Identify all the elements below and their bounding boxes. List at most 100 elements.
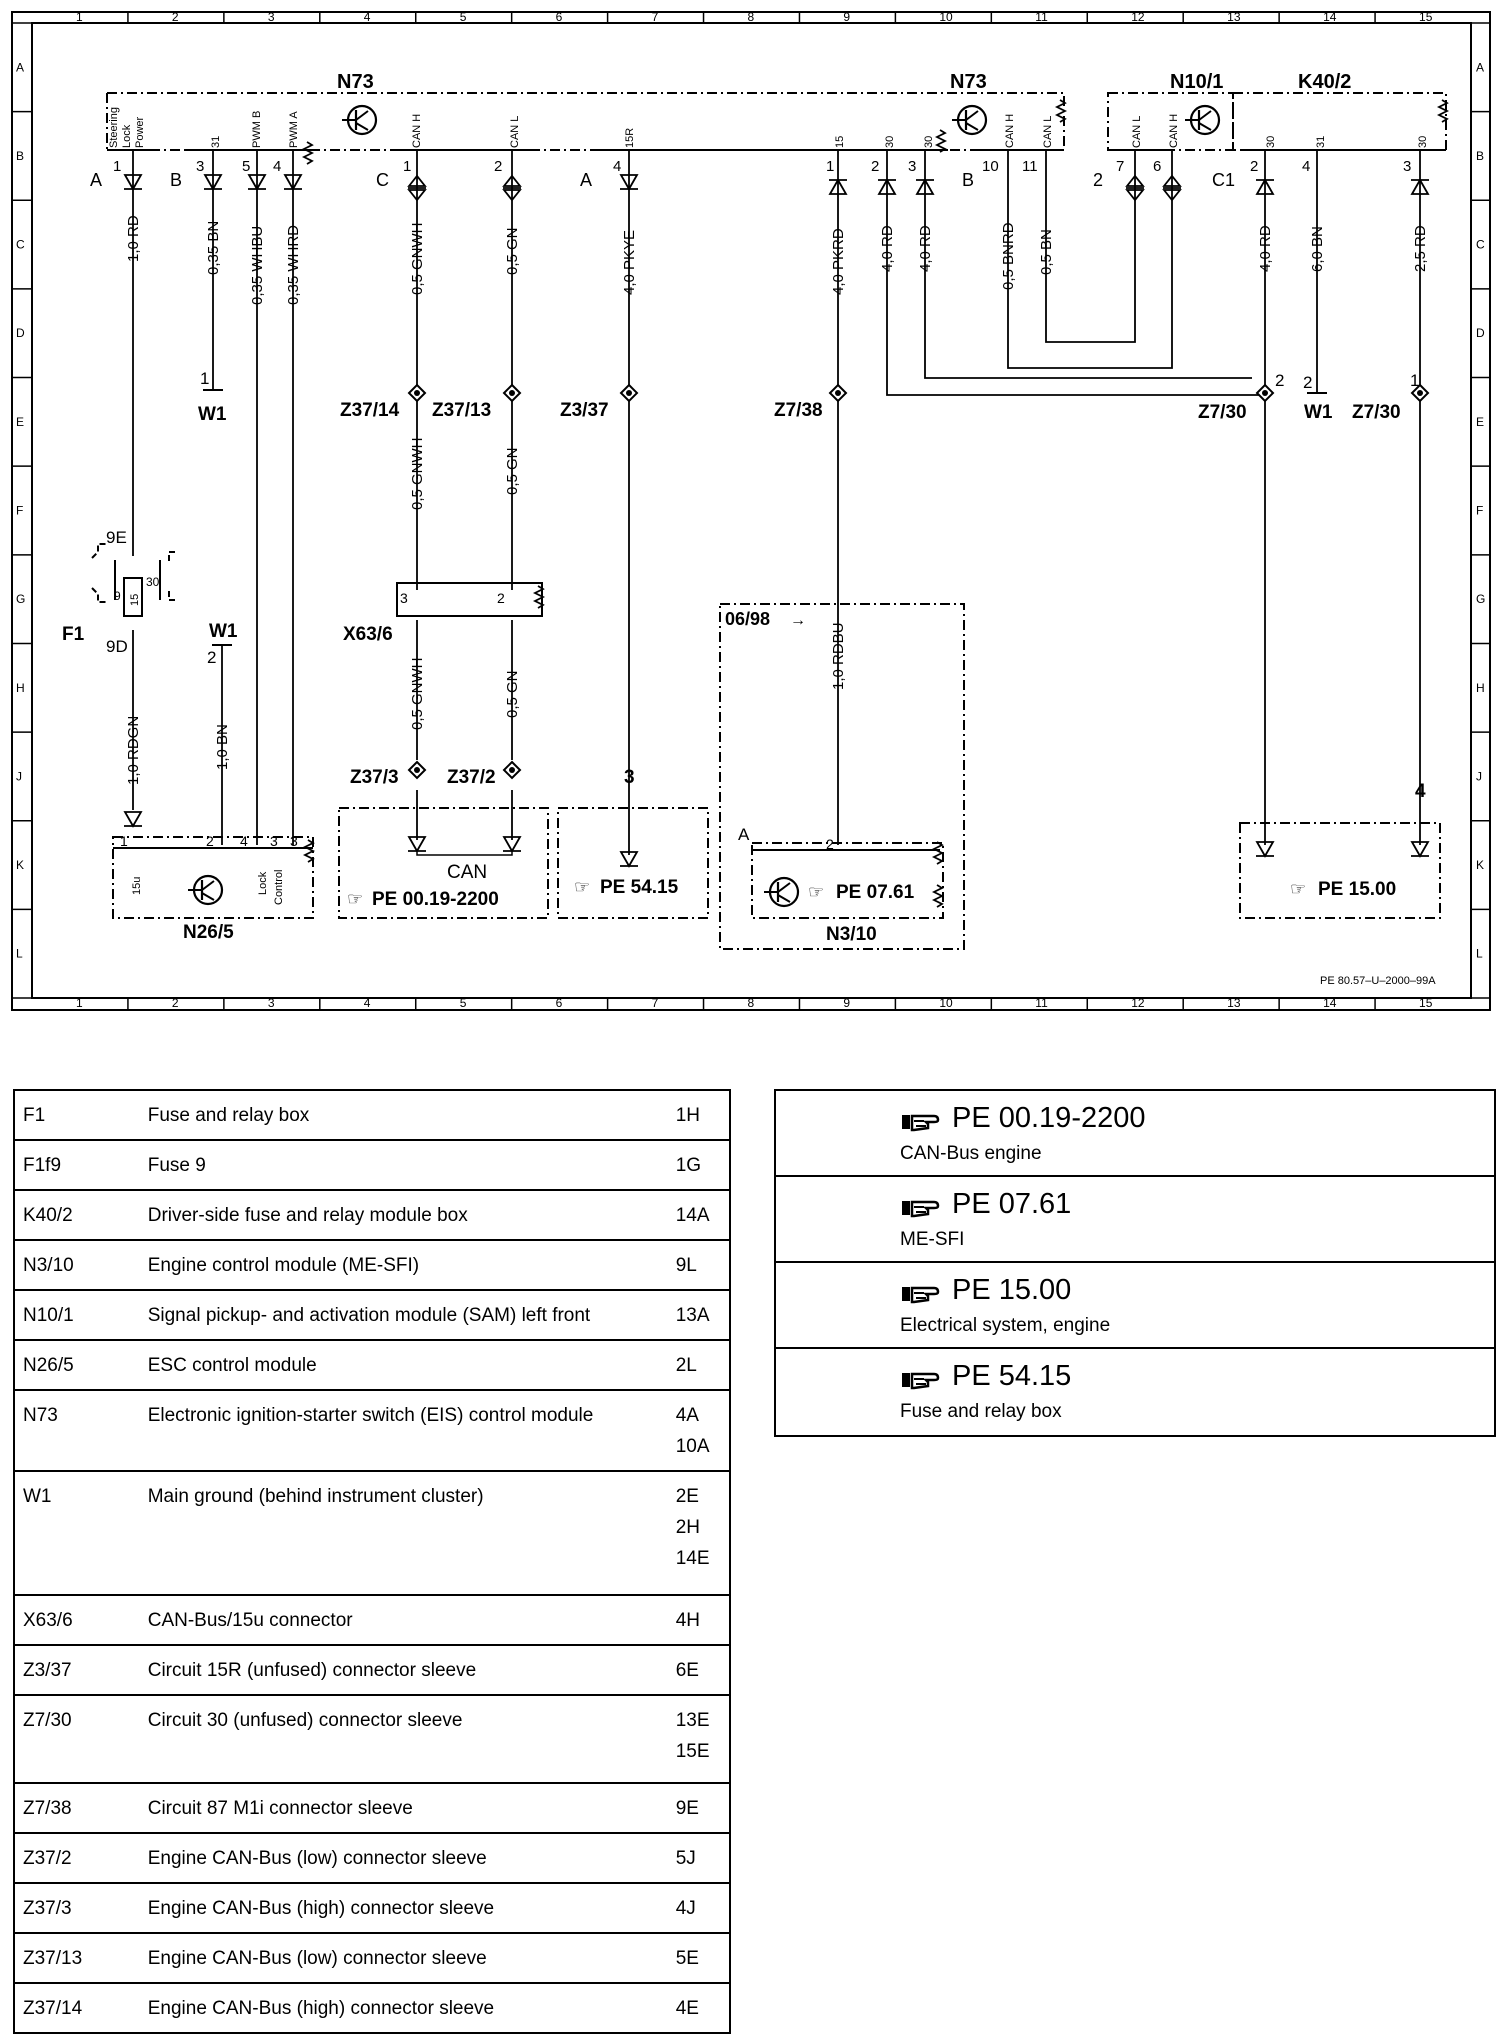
- w1-right-label: W1: [1304, 402, 1333, 423]
- legend-code: N73: [14, 1389, 140, 1472]
- z7-30-left-splice: [1256, 384, 1274, 402]
- n26-pin-3b: 3: [290, 833, 298, 849]
- wire-label: 4,0 RD: [1257, 225, 1274, 272]
- legend-description: Fuse 9: [139, 1139, 668, 1191]
- pin-label-30-a: 30: [884, 136, 896, 148]
- legend-code: F1: [14, 1089, 140, 1141]
- grid-row-E: E: [16, 415, 24, 429]
- n10-1-transistor-icon: [1183, 104, 1221, 136]
- legend-code: F1f9: [14, 1139, 140, 1191]
- pin-num: 1: [113, 158, 121, 175]
- grid-row-G: G: [16, 592, 25, 606]
- pin-num: 5: [242, 158, 250, 175]
- pin-num: 4: [273, 158, 281, 175]
- n3-10-region: [719, 603, 965, 950]
- fuse-pin-9: 9: [114, 589, 121, 603]
- legend-location-value: 4E: [675, 1998, 699, 2019]
- z37-2-splice: [503, 761, 521, 779]
- legend-location: 5E: [667, 1932, 730, 1984]
- legend-location-value: 13A: [675, 1305, 710, 1326]
- connector-a-mid: A: [580, 170, 592, 190]
- pin-num: 1: [826, 158, 834, 175]
- fuse-9e-label: 9E: [106, 528, 127, 547]
- x63-6-label: X63/6: [343, 624, 393, 645]
- f1-fuse-block: [91, 543, 175, 617]
- z7-30-pin-2: 2: [1275, 371, 1284, 390]
- connector-b-left: B: [170, 170, 182, 190]
- reference-heading: PE 15.00: [900, 1273, 1494, 1307]
- grid-row-J: J: [1476, 769, 1482, 783]
- legend-description: Driver-side fuse and relay module box: [139, 1189, 668, 1241]
- connector-c: C: [376, 170, 389, 190]
- grid-row-D: D: [1476, 326, 1485, 340]
- grid-col-9: 9: [843, 10, 850, 24]
- wire-label: 0,5 GN: [504, 670, 521, 718]
- can-ref-code: PE 00.19-2200: [372, 889, 499, 910]
- date-note: 06/98: [725, 609, 770, 629]
- z7-30-left-label: Z7/30: [1198, 402, 1247, 423]
- legend-code: N26/5: [14, 1339, 140, 1391]
- pe-1500-ref-box: [1239, 822, 1441, 919]
- wire-label: 0,5 GNWH: [409, 657, 426, 730]
- wire-label: 0,5 GN: [504, 447, 521, 495]
- pin-num: 2: [1250, 158, 1258, 175]
- legend-code: X63/6: [14, 1594, 140, 1646]
- n26-pin-label-lock: Lock: [257, 871, 269, 895]
- legend-location: 14A: [667, 1189, 730, 1241]
- legend-description: ESC control module: [139, 1339, 668, 1391]
- legend-location-value: 4H: [675, 1610, 701, 1631]
- grid-col-14: 14: [1323, 996, 1337, 1010]
- can-ref-box: [338, 807, 549, 919]
- legend-description: Circuit 30 (unfused) connector sleeve: [139, 1694, 668, 1784]
- legend-location-value: 5J: [675, 1848, 696, 1869]
- z7-30-right-label: Z7/30: [1352, 402, 1401, 423]
- legend-location-value: 6E: [675, 1660, 699, 1681]
- connector-a-left: A: [90, 170, 102, 190]
- legend-code: Z3/37: [14, 1644, 140, 1696]
- reference-description: Electrical system, engine: [900, 1315, 1111, 1336]
- n3-10-transistor-icon: [762, 876, 800, 908]
- legend-description: Engine CAN-Bus (high) connector sleeve: [139, 1982, 668, 2034]
- pin-num: 7: [1116, 158, 1124, 175]
- wire-label: 4,0 RD: [917, 225, 934, 272]
- z7-38-label: Z7/38: [774, 400, 823, 421]
- z37-2-label: Z37/2: [447, 767, 496, 788]
- grid-col-13: 13: [1227, 10, 1241, 24]
- grid-row-H: H: [16, 681, 25, 695]
- pe-5415-hand-icon: ☞: [574, 877, 590, 897]
- legend-location: 6E: [667, 1644, 730, 1696]
- grid-row-K: K: [16, 858, 24, 872]
- wire-label: 0,35 WHRD: [285, 225, 302, 305]
- legend-location-value: 14E: [675, 1548, 710, 1569]
- grid-col-2: 2: [172, 10, 179, 24]
- n26-pin-2: 2: [206, 833, 214, 849]
- reference-description: Fuse and relay box: [900, 1401, 1062, 1422]
- reference-code: PE 15.00: [952, 1274, 1072, 1306]
- grid-col-8: 8: [748, 996, 755, 1010]
- pe-0761-ref-code: PE 07.61: [836, 882, 915, 903]
- fuse-pin-15: 15: [129, 594, 141, 606]
- n26-5-box: [112, 836, 314, 919]
- grid-row-B: B: [1476, 149, 1484, 163]
- legend-description: Engine CAN-Bus (high) connector sleeve: [139, 1882, 668, 1934]
- pin-label-pwm-b: PWM B: [251, 111, 263, 148]
- wire-label: 1,0 RD: [125, 215, 142, 262]
- n26-pin-3: 3: [270, 833, 278, 849]
- pin-num: 1: [403, 158, 411, 175]
- pin-label-can-l-b11: CAN L: [1042, 116, 1054, 148]
- legend-code: W1: [14, 1470, 140, 1596]
- reference-heading: PE 00.19-2200: [900, 1101, 1494, 1135]
- wire-label: 4,0 PKYE: [621, 230, 638, 295]
- n3-10-pin-2: 2: [826, 836, 834, 852]
- grid-col-14: 14: [1323, 10, 1337, 24]
- grid-row-E: E: [1476, 415, 1484, 429]
